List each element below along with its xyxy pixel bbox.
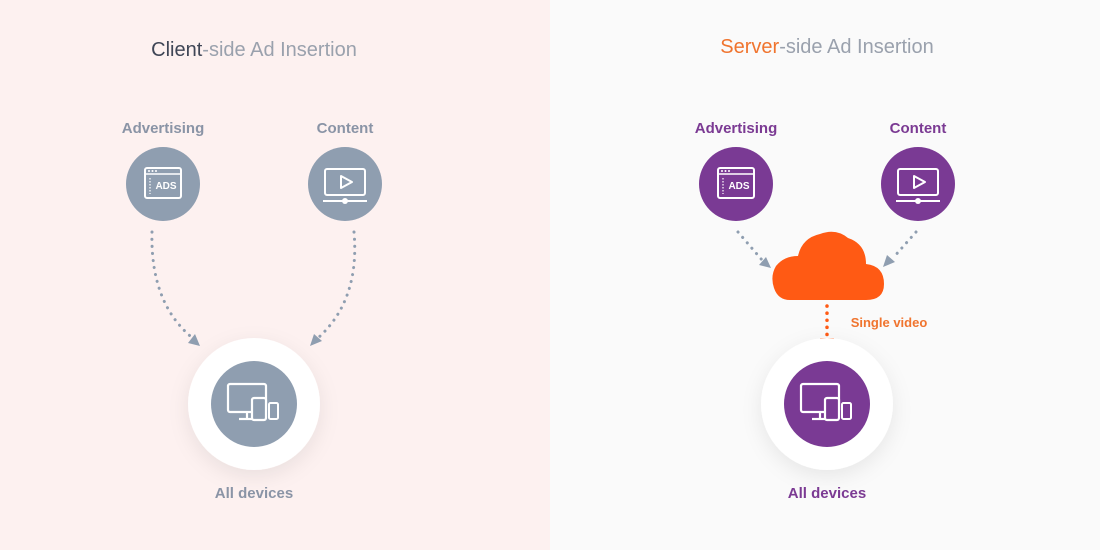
server-devices-node	[761, 338, 893, 470]
ad-browser-icon: ADS	[717, 167, 755, 199]
client-content-label: Content	[317, 120, 374, 137]
server-content-arrow	[891, 230, 918, 260]
server-advertising-label: Advertising	[695, 120, 778, 137]
server-advertising-node: ADS	[699, 147, 773, 221]
client-content-arrow	[316, 230, 357, 340]
svg-text:ADS: ADS	[728, 181, 749, 192]
client-devices-node	[188, 338, 320, 470]
cloud-icon	[772, 231, 884, 300]
client-devices-label: All devices	[215, 485, 293, 502]
server-side-title: Server-side Ad Insertion	[720, 36, 933, 58]
server-ad-arrowhead	[759, 257, 771, 268]
server-content-arrowhead	[883, 255, 895, 267]
server-content-label: Content	[890, 120, 947, 137]
server-devices-label: All devices	[788, 485, 866, 502]
client-ad-arrowhead	[188, 334, 200, 346]
client-ad-arrow	[150, 230, 197, 342]
server-ad-arrow	[736, 230, 764, 262]
client-advertising-label: Advertising	[122, 120, 205, 137]
client-content-node	[308, 147, 382, 221]
single-video-label: Single video	[851, 315, 928, 330]
server-content-node	[881, 147, 955, 221]
client-side-title: Client-side Ad Insertion	[151, 39, 357, 61]
client-content-arrowhead	[310, 334, 322, 346]
svg-text:ADS: ADS	[155, 181, 176, 192]
ad-browser-icon: ADS	[144, 167, 182, 199]
client-advertising-node: ADS	[126, 147, 200, 221]
